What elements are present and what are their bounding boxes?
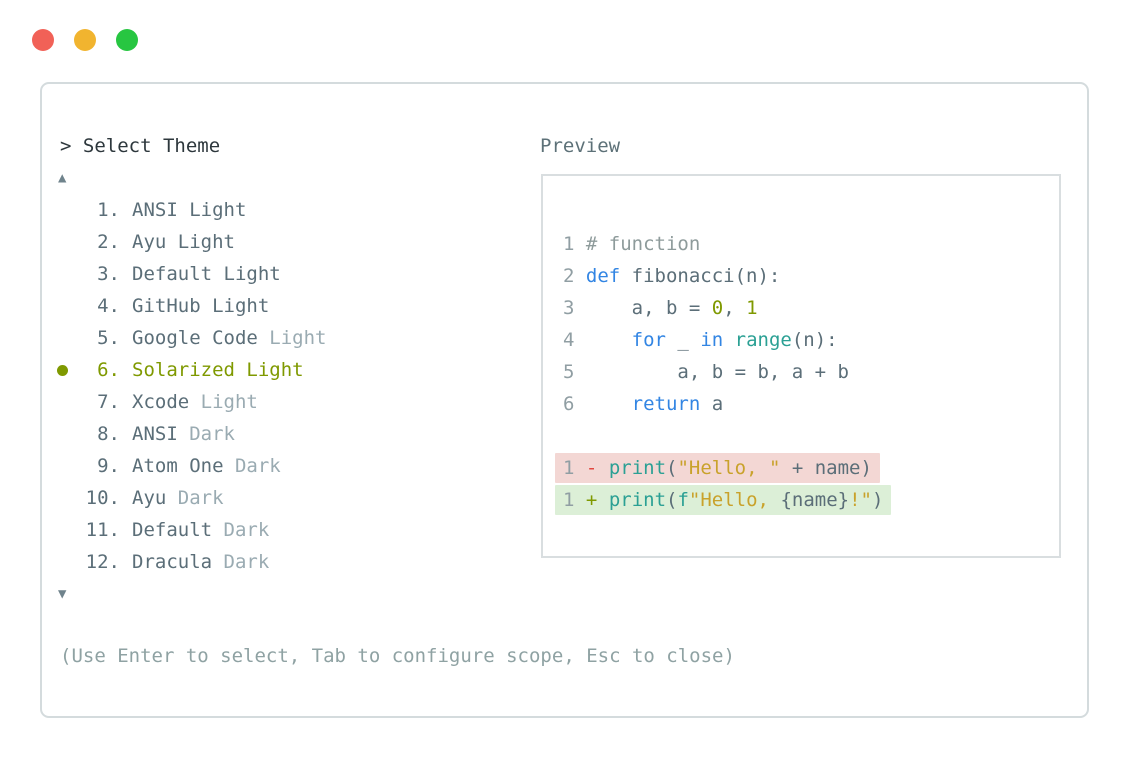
theme-list-item[interactable]: 11. Default Dark (42, 514, 522, 546)
line-number: 1 (563, 489, 575, 511)
item-number: 11. (85, 519, 120, 541)
item-suffix: Light (257, 327, 327, 349)
item-name: Solarized Light (132, 359, 304, 381)
item-number: 8. (85, 423, 120, 445)
theme-list-item[interactable]: 1. ANSI Light (42, 194, 522, 226)
item-number: 10. (85, 487, 120, 509)
line-number: 3 (563, 297, 586, 319)
item-number: 3. (85, 263, 120, 285)
theme-list-item[interactable]: 12. Dracula Dark (42, 546, 522, 578)
line-number: 4 (563, 329, 586, 351)
item-number: 7. (85, 391, 120, 413)
theme-list-item[interactable]: 8. ANSI Dark (42, 418, 522, 450)
close-button[interactable] (32, 29, 54, 51)
line-number: 1 (563, 457, 575, 479)
item-name: Xcode Light (132, 391, 258, 413)
diff-highlight-added: 1 + print(f"Hello, {name}!") (555, 485, 892, 515)
maximize-button[interactable] (116, 29, 138, 51)
code-line: 2 def fibonacci(n): (563, 265, 781, 287)
preview-heading: Preview (540, 135, 621, 157)
line-number: 1 (563, 233, 586, 255)
theme-list-item[interactable]: 6. Solarized Light (42, 354, 522, 386)
item-number: 12. (85, 551, 120, 573)
item-name: Ayu Dark (132, 487, 224, 509)
item-suffix: Dark (212, 551, 270, 573)
line-number: 5 (563, 361, 586, 383)
code-line: 4 for _ in range(n): (563, 329, 838, 351)
theme-list-item[interactable]: 3. Default Light (42, 258, 522, 290)
item-suffix: Light (189, 391, 258, 413)
theme-list-item[interactable]: 7. Xcode Light (42, 386, 522, 418)
diff-line-removed: 1 - print("Hello, " + name) (555, 452, 1059, 484)
scroll-up-icon[interactable]: ▲ (58, 170, 67, 186)
item-name: Default Light (132, 263, 281, 285)
item-suffix: Dark (212, 519, 270, 541)
item-suffix: Dark (166, 487, 224, 509)
theme-selector-panel: > Select Theme Preview ▲ 1. ANSI Light 2.… (40, 82, 1089, 718)
diff-line-added: 1 + print(f"Hello, {name}!") (555, 484, 1059, 516)
diff-highlight-removed: 1 - print("Hello, " + name) (555, 453, 880, 483)
selected-bullet-icon (57, 364, 68, 376)
item-number: 2. (85, 231, 120, 253)
item-name: Atom One Dark (132, 455, 281, 477)
item-name: Default Dark (132, 519, 270, 541)
item-number: 1. (85, 199, 120, 221)
item-suffix: Dark (223, 455, 281, 477)
window-controls (32, 29, 138, 51)
code-line: 1 # function (563, 233, 701, 255)
item-name: ANSI Dark (132, 423, 235, 445)
item-name: Ayu Light (132, 231, 235, 253)
code-preview: 1 # function 2 def fibonacci(n): 3 a, b = … (543, 176, 1059, 516)
item-number: 6. (85, 359, 120, 381)
item-name: Google Code Light (132, 327, 327, 349)
code-line: 3 a, b = 0, 1 (563, 297, 758, 319)
item-number: 4. (85, 295, 120, 317)
item-number: 5. (85, 327, 120, 349)
theme-list-item[interactable]: 10. Ayu Dark (42, 482, 522, 514)
theme-list-item[interactable]: 2. Ayu Light (42, 226, 522, 258)
selected-marker (42, 364, 82, 376)
item-suffix: Dark (177, 423, 235, 445)
theme-list: 1. ANSI Light 2. Ayu Light 3. Default Light… (42, 194, 522, 578)
item-name: Dracula Dark (132, 551, 270, 573)
help-text: (Use Enter to select, Tab to configure s… (60, 645, 735, 667)
line-number: 2 (563, 265, 586, 287)
item-name: ANSI Light (132, 199, 247, 221)
blank-line (563, 420, 1059, 452)
line-number: 6 (563, 393, 586, 415)
code-line: 5 a, b = b, a + b (563, 361, 849, 383)
scroll-down-icon[interactable]: ▼ (58, 586, 67, 602)
theme-list-item[interactable]: 5. Google Code Light (42, 322, 522, 354)
minimize-button[interactable] (74, 29, 96, 51)
select-theme-prompt: > Select Theme (60, 135, 221, 157)
theme-list-item[interactable]: 4. GitHub Light (42, 290, 522, 322)
theme-list-item[interactable]: 9. Atom One Dark (42, 450, 522, 482)
preview-pane: 1 # function 2 def fibonacci(n): 3 a, b = … (541, 174, 1061, 558)
item-name: GitHub Light (132, 295, 270, 317)
item-number: 9. (85, 455, 120, 477)
code-line: 6 return a (563, 393, 724, 415)
